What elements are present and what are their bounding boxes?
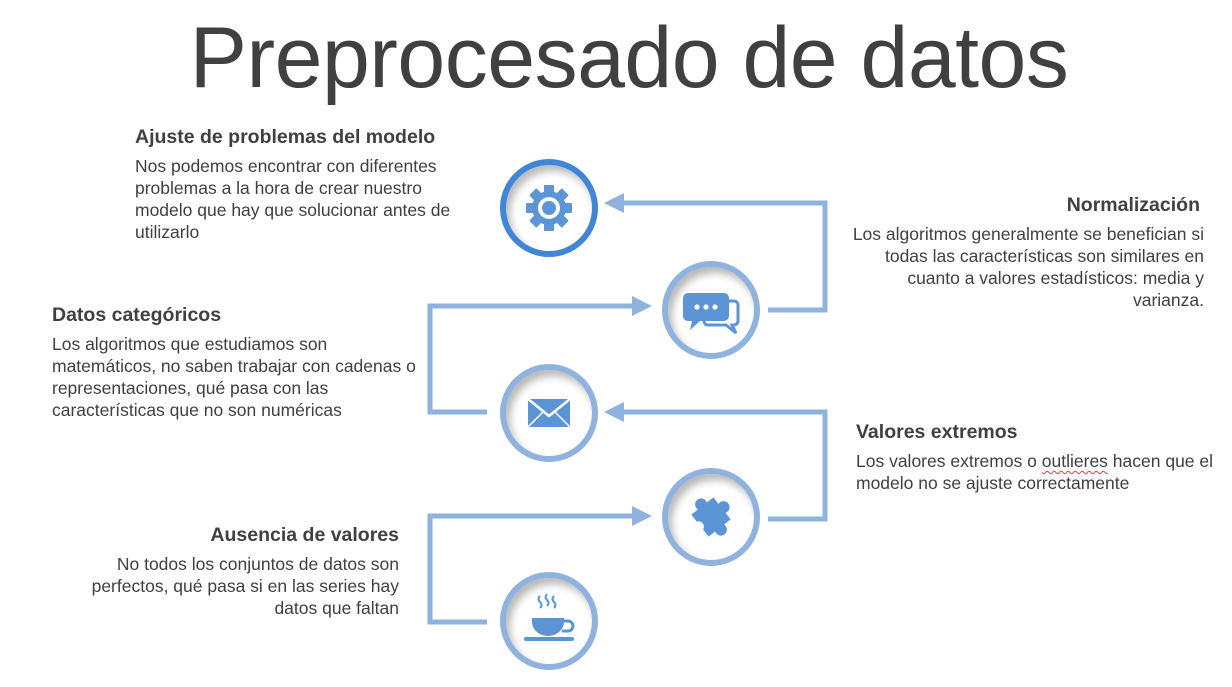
ajuste-node bbox=[500, 159, 598, 257]
normalizacion-text: Los algoritmos generalmente se beneficia… bbox=[852, 224, 1204, 310]
extremos-block: Valores extremos Los valores extremos o … bbox=[856, 420, 1216, 494]
page-title: Preprocesado de datos bbox=[189, 10, 1069, 106]
categoricos-block: Datos categóricos Los algoritmos que est… bbox=[52, 303, 417, 421]
extremos-text-start: Los valores extremos o bbox=[856, 451, 1042, 471]
ajuste-block: Ajuste de problemas del modelo Nos podem… bbox=[135, 125, 480, 243]
connector-categoricos-to-normalizacion bbox=[427, 296, 652, 415]
chat-bubbles-icon bbox=[683, 293, 740, 335]
categoricos-heading: Datos categóricos bbox=[52, 304, 222, 326]
extremos-node bbox=[662, 468, 760, 566]
coffee-cup-icon bbox=[524, 593, 575, 641]
connector-ausencia-to-extremos bbox=[427, 506, 652, 625]
gear-icon bbox=[526, 185, 572, 231]
ajuste-text: Nos podemos encontrar con diferentes pro… bbox=[135, 156, 451, 242]
connector-extremos-to-categoricos bbox=[604, 402, 828, 522]
ausencia-text: No todos los conjuntos de datos son perf… bbox=[91, 554, 399, 618]
ausencia-block: Ausencia de valores No todos los conjunt… bbox=[72, 523, 399, 619]
extremos-heading: Valores extremos bbox=[856, 421, 1018, 443]
extremos-text-end: hacen que el modelo no se ajuste correct… bbox=[856, 451, 1214, 493]
connector-normalizacion-to-ajuste bbox=[604, 193, 828, 313]
puzzle-piece-icon bbox=[691, 497, 731, 537]
normalizacion-node bbox=[662, 261, 760, 359]
categoricos-node bbox=[500, 364, 598, 462]
ausencia-heading: Ausencia de valores bbox=[210, 524, 399, 546]
normalizacion-heading: Normalización bbox=[1066, 194, 1200, 216]
ajuste-heading: Ajuste de problemas del modelo bbox=[135, 126, 436, 148]
spelling-flagged-word[interactable]: outlieres bbox=[1041, 451, 1108, 471]
envelope-icon bbox=[527, 398, 571, 428]
ausencia-node bbox=[500, 572, 598, 670]
extremos-text: Los valores extremos o outlieres hacen q… bbox=[856, 450, 1216, 494]
normalizacion-block: Normalización Los algoritmos generalment… bbox=[838, 193, 1204, 311]
categoricos-text: Los algoritmos que estudiamos son matemá… bbox=[52, 334, 416, 420]
